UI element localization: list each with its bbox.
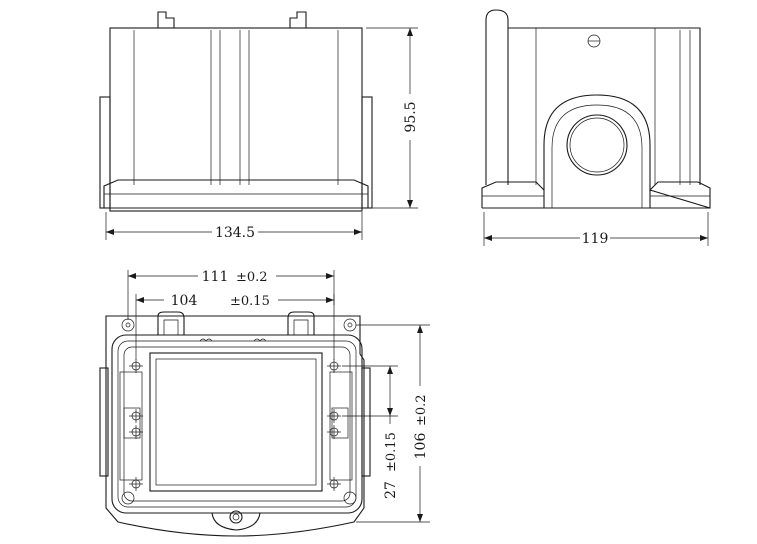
mount-outer-width-label: 111 bbox=[202, 269, 229, 285]
dimension-mount-outer-height: 106 ±0.2 bbox=[356, 324, 430, 523]
mount-pitch-label: 27 bbox=[383, 481, 399, 499]
dimension-front-width: 134.5 bbox=[105, 212, 363, 241]
front-height-label: 95.5 bbox=[403, 101, 419, 132]
mount-pitch-tol: ±0.15 bbox=[384, 432, 399, 472]
dimension-mount-outer-width: 111 ±0.2 bbox=[127, 268, 335, 360]
side-width-label: 119 bbox=[582, 231, 609, 247]
mount-inner-width-label: 104 bbox=[171, 293, 198, 309]
mount-inner-width-tol: ±0.15 bbox=[230, 294, 270, 309]
mounting-holes bbox=[125, 322, 353, 491]
dimension-mount-pitch: 27 ±0.15 bbox=[342, 365, 399, 500]
side-view bbox=[481, 9, 711, 209]
mount-outer-height-label: 106 bbox=[413, 433, 429, 460]
dimension-front-height: 95.5 bbox=[366, 27, 419, 209]
dimension-mount-inner-width: 104 ±0.15 bbox=[135, 292, 335, 360]
front-width-label: 134.5 bbox=[215, 225, 255, 241]
dimension-side-width: 119 bbox=[483, 212, 709, 247]
mount-outer-height-tol: ±0.2 bbox=[414, 394, 429, 426]
bottom-view bbox=[99, 311, 371, 537]
mount-outer-width-tol: ±0.2 bbox=[236, 270, 268, 285]
front-view bbox=[99, 11, 373, 212]
